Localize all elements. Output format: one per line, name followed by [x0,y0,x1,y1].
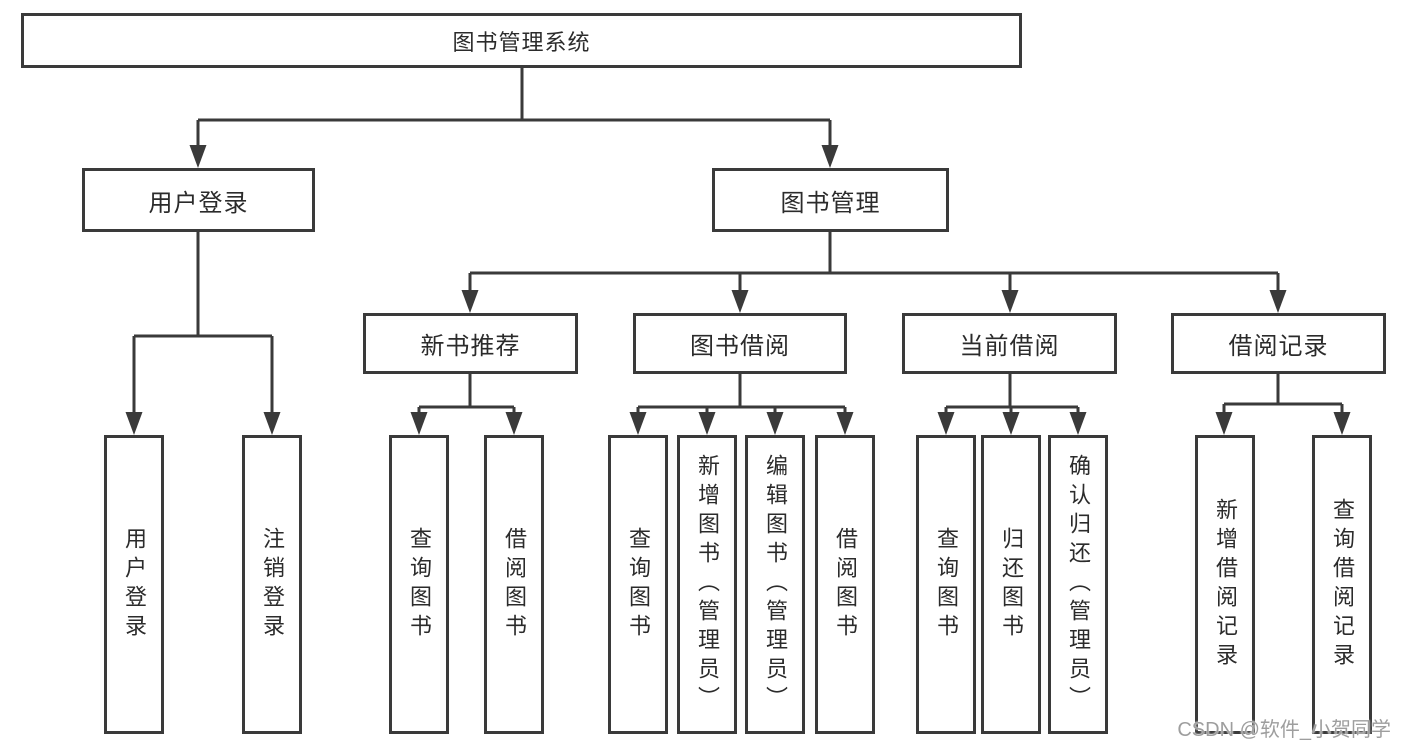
leaf-borrow-query-books: 查询图书 [608,435,668,734]
node-user-login: 用户登录 [82,168,315,232]
leaf-add-borrow-record: 新增借阅记录 [1195,435,1255,734]
edge-book-borrow-to-children [629,374,854,435]
leaf-user-login-label: 用户登录 [122,526,147,643]
node-new-book-recommend-label: 新书推荐 [420,333,521,360]
node-current-borrow-label: 当前借阅 [959,333,1060,360]
leaf-query-borrow-record-label: 查询借阅记录 [1330,497,1355,672]
edge-root-to-children [189,68,839,168]
node-book-borrow-label: 图书借阅 [690,333,790,360]
leaf-add-book-admin: 新增图书（管理员） [677,435,737,734]
leaf-current-query-books-label: 查询图书 [934,526,959,643]
leaf-add-borrow-record-label: 新增借阅记录 [1213,497,1238,672]
leaf-add-book-admin-label: 新增图书（管理员） [695,454,720,715]
node-book-management-label: 图书管理 [780,189,881,217]
leaf-query-borrow-record: 查询借阅记录 [1312,435,1372,734]
node-book-borrow: 图书借阅 [633,313,847,374]
node-root: 图书管理系统 [21,13,1022,68]
leaf-confirm-return-admin-label: 确认归还（管理员） [1066,454,1091,715]
edge-user-login-to-children [125,232,281,435]
edge-current-borrow-to-children [937,374,1087,435]
leaf-logout-label: 注销登录 [260,526,285,643]
node-borrow-records: 借阅记录 [1171,313,1386,374]
leaf-user-login: 用户登录 [104,435,164,734]
leaf-logout: 注销登录 [242,435,302,734]
leaf-current-query-books: 查询图书 [916,435,976,734]
leaf-edit-book-admin-label: 编辑图书（管理员） [763,454,788,715]
leaf-edit-book-admin: 编辑图书（管理员） [745,435,805,734]
leaf-recommend-query-books: 查询图书 [389,435,449,734]
edge-book-management-to-children [461,232,1287,313]
leaf-return-book: 归还图书 [981,435,1041,734]
watermark: CSDN @软件_小贺同学 [1177,719,1391,741]
node-book-management: 图书管理 [712,168,949,232]
edge-new-book-recommend-to-children [410,374,523,435]
leaf-confirm-return-admin: 确认归还（管理员） [1048,435,1108,734]
leaf-recommend-borrow-books: 借阅图书 [484,435,544,734]
node-current-borrow: 当前借阅 [902,313,1117,374]
node-new-book-recommend: 新书推荐 [363,313,578,374]
node-borrow-records-label: 借阅记录 [1228,333,1329,360]
leaf-borrow-query-books-label: 查询图书 [626,526,651,643]
leaf-borrow-borrow-books-label: 借阅图书 [833,526,858,643]
leaf-recommend-query-books-label: 查询图书 [407,526,432,643]
edge-borrow-records-to-children [1215,374,1351,435]
leaf-recommend-borrow-books-label: 借阅图书 [502,526,527,643]
node-user-login-label: 用户登录 [148,189,249,217]
node-root-label: 图书管理系统 [452,29,591,55]
leaf-return-book-label: 归还图书 [999,526,1024,643]
leaf-borrow-borrow-books: 借阅图书 [815,435,875,734]
